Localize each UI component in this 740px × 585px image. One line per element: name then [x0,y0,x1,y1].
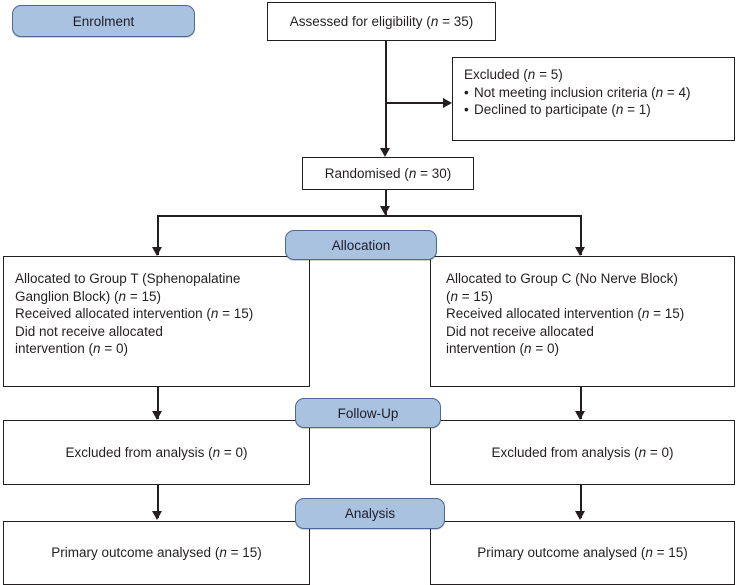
stage-label-followup: Follow-Up [295,398,441,428]
box-analysis-right: Primary outcome analysed (n = 15) [430,521,735,585]
box-analysis-left-text: Primary outcome analysed (n = 15) [51,545,262,561]
connector-split-to-allocation-right [580,215,582,255]
box-allocation-right-line: Did not receive allocated [446,323,594,339]
arrowhead-to-excluded [443,98,452,108]
box-allocation-left-line: intervention (n = 0) [15,341,128,356]
connector-split-to-allocation-left [157,215,159,255]
stage-label-allocation-text: Allocation [331,237,391,253]
box-excluded-heading: Excluded (n = 5) [464,67,563,82]
connector-followup-right-to-analysis [580,485,582,518]
box-randomised-text: Randomised (n = 30) [324,165,452,181]
box-excluded-reason-item: Declined to participate (n = 1) [464,101,723,119]
box-allocation-right-line: Allocated to Group C (No Nerve Block) [446,271,678,286]
arrowhead-assessed-to-randomised [380,148,390,157]
box-followup-right: Excluded from analysis (n = 0) [430,420,735,485]
box-allocation-right-line: Received allocated intervention (n = 15) [446,306,685,321]
stage-label-analysis-text: Analysis [344,506,396,521]
box-allocation-left-line: Received allocated intervention (n = 15) [15,306,254,321]
box-assessed-for-eligibility: Assessed for eligibility (n = 35) [267,2,496,41]
box-followup-left-text: Excluded from analysis (n = 0) [65,444,248,460]
box-excluded-reason-item: Not meeting inclusion criteria (n = 4) [464,84,723,102]
arrowhead-followup-left [152,411,162,420]
box-allocation-right-line: intervention (n = 0) [446,341,559,356]
box-allocation-left-line: Ganglion Block) (n = 15) [15,288,161,304]
stage-label-followup-text: Follow-Up [337,405,399,421]
box-followup-left: Excluded from analysis (n = 0) [3,420,310,485]
connector-followup-left-to-analysis [157,485,159,518]
stage-label-enrolment: Enrolment [12,5,195,37]
box-excluded: Excluded (n = 5) Not meeting inclusion c… [452,57,735,141]
arrowhead-randomised-to-split [380,206,390,215]
connector-assessed-to-randomised [385,41,387,151]
box-analysis-left: Primary outcome analysed (n = 15) [3,521,310,585]
box-allocation-right-line: (n = 15) [446,288,493,304]
arrowhead-analysis-left [152,511,162,520]
box-allocation-left: Allocated to Group T (Sphenopalatine Gan… [3,256,310,387]
stage-label-allocation: Allocation [285,230,437,260]
connector-randomised-to-split [385,190,387,216]
connector-to-excluded [385,102,445,104]
box-excluded-reason-list: Not meeting inclusion criteria (n = 4) D… [464,84,723,119]
box-followup-right-text: Excluded from analysis (n = 0) [491,444,674,460]
arrowhead-allocation-left [152,247,162,256]
stage-label-enrolment-text: Enrolment [72,13,135,29]
box-assessed-for-eligibility-text: Assessed for eligibility (n = 35) [289,13,474,29]
box-analysis-right-text: Primary outcome analysed (n = 15) [477,545,688,561]
box-allocation-left-line: Did not receive allocated [15,323,163,339]
box-randomised: Randomised (n = 30) [302,157,474,190]
arrowhead-followup-right [575,411,585,420]
connector-allocation-left-to-followup [157,387,159,419]
split-bar-allocation [157,215,581,217]
box-allocation-left-line: Allocated to Group T (Sphenopalatine [15,271,241,286]
box-allocation-right: Allocated to Group C (No Nerve Block) (n… [430,256,735,387]
connector-allocation-right-to-followup [580,387,582,419]
stage-label-analysis: Analysis [295,498,445,529]
arrowhead-allocation-right [575,247,585,256]
arrowhead-analysis-right [575,511,585,520]
